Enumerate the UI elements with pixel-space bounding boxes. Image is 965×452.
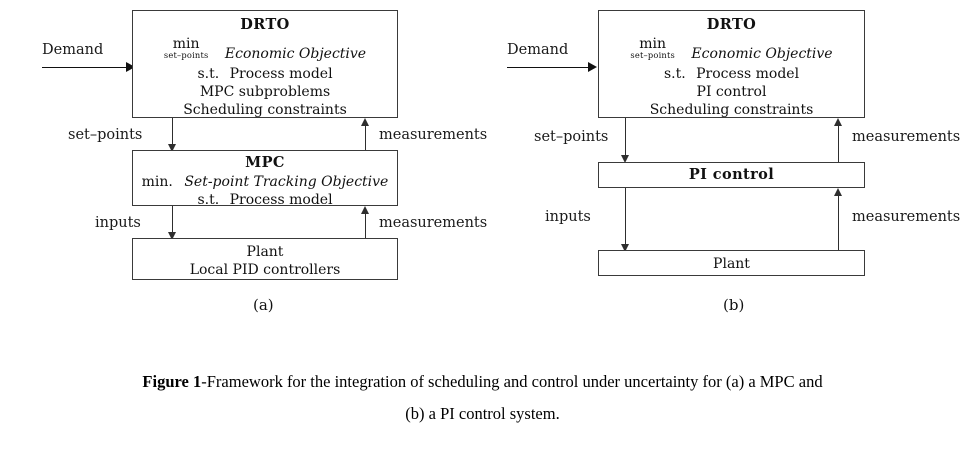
measurements-lower-connector-b [838, 190, 839, 250]
panel-pi-framework: Demand DRTO min set–points Economic Obje… [483, 0, 965, 330]
mpc-min-operator-a: min. [141, 174, 173, 191]
plant-box-a: Plant Local PID controllers [132, 238, 398, 280]
setpoints-arrowhead-b [621, 155, 629, 163]
drto-constraint-2-b: PI control [696, 84, 767, 101]
drto-objective-a: Economic Objective [224, 45, 367, 62]
inputs-label-a: inputs [95, 215, 141, 231]
figure-caption: Figure 1-Framework for the integration o… [0, 366, 965, 430]
demand-label-a: Demand [42, 42, 104, 58]
measurements-upper-label-a: measurements [379, 127, 488, 143]
measurements-lower-label-b: measurements [852, 209, 961, 225]
drto-box-b: DRTO min set–points Economic Objective s… [598, 10, 865, 118]
drto-constraint-prefix-b: s.t. [663, 66, 686, 82]
figure-caption-text-1: Framework for the integration of schedul… [206, 372, 823, 391]
figure-caption-separator: - [201, 372, 207, 391]
drto-objective-b: Economic Objective [691, 45, 833, 62]
figure-caption-line-1: Figure 1-Framework for the integration o… [0, 366, 965, 398]
setpoints-connector-b [625, 118, 626, 160]
measurements-upper-arrowhead-a [361, 118, 369, 126]
drto-constraint-prefix-a: s.t. [197, 66, 220, 82]
measurements-lower-arrowhead-b [834, 188, 842, 196]
demand-arrow-line-a [42, 67, 130, 68]
mpc-constraint-prefix-a: s.t. [197, 192, 220, 209]
figure-number: Figure 1 [142, 372, 202, 391]
plant-title-b: Plant [713, 256, 750, 272]
measurements-lower-arrowhead-a [361, 206, 369, 214]
mpc-constraint-1-a: Process model [229, 192, 333, 209]
setpoints-label-b: set–points [534, 129, 609, 145]
drto-min-operator-b: min set–points [630, 36, 675, 60]
setpoints-label-a: set–points [68, 127, 143, 143]
setpoints-arrowhead-a [168, 144, 176, 152]
drto-box-a: DRTO min set–points Economic Objective s… [132, 10, 398, 118]
measurements-upper-connector-a [365, 120, 366, 150]
mpc-box-a: MPC min. Set-point Tracking Objective s.… [132, 150, 398, 209]
plant-subtitle-a: Local PID controllers [189, 262, 341, 279]
inputs-connector-a [172, 206, 173, 238]
plant-title-a: Plant [246, 244, 284, 260]
measurements-upper-arrowhead-b [834, 118, 842, 126]
panel-mpc-framework: Demand DRTO min set–points Economic Obje… [0, 0, 487, 330]
drto-constraint-3-b: Scheduling constraints [649, 102, 814, 119]
measurements-upper-label-b: measurements [852, 129, 961, 145]
panel-a-sublabel: (a) [253, 296, 274, 314]
drto-constraint-3-a: Scheduling constraints [183, 102, 347, 119]
mpc-objective-a: Set-point Tracking Objective [184, 174, 389, 191]
mpc-title-a: MPC [245, 154, 285, 171]
measurements-upper-connector-b [838, 120, 839, 162]
panel-b-sublabel: (b) [723, 296, 745, 314]
pi-control-box-b: PI control [598, 162, 865, 188]
drto-constraint-1-a: Process model [229, 66, 333, 82]
plant-box-b: Plant [598, 250, 865, 276]
setpoints-connector-a [172, 118, 173, 150]
pi-control-title-b: PI control [688, 166, 775, 183]
inputs-connector-b [625, 188, 626, 250]
inputs-arrowhead-a [168, 232, 176, 240]
drto-title-a: DRTO [240, 16, 290, 33]
drto-constraint-2-a: MPC subproblems [199, 84, 331, 101]
measurements-lower-connector-a [365, 208, 366, 238]
demand-label-b: Demand [507, 42, 569, 58]
drto-constraint-1-b: Process model [696, 66, 800, 82]
demand-arrow-head-b [588, 62, 597, 72]
measurements-lower-label-a: measurements [379, 215, 488, 231]
inputs-label-b: inputs [545, 209, 591, 225]
demand-arrow-line-b [507, 67, 592, 68]
drto-min-operator-a: min set–points [163, 36, 209, 60]
demand-arrow-head-a [126, 62, 135, 72]
drto-title-b: DRTO [706, 16, 757, 33]
figure-caption-line-2: (b) a PI control system. [405, 404, 560, 424]
inputs-arrowhead-b [621, 244, 629, 252]
